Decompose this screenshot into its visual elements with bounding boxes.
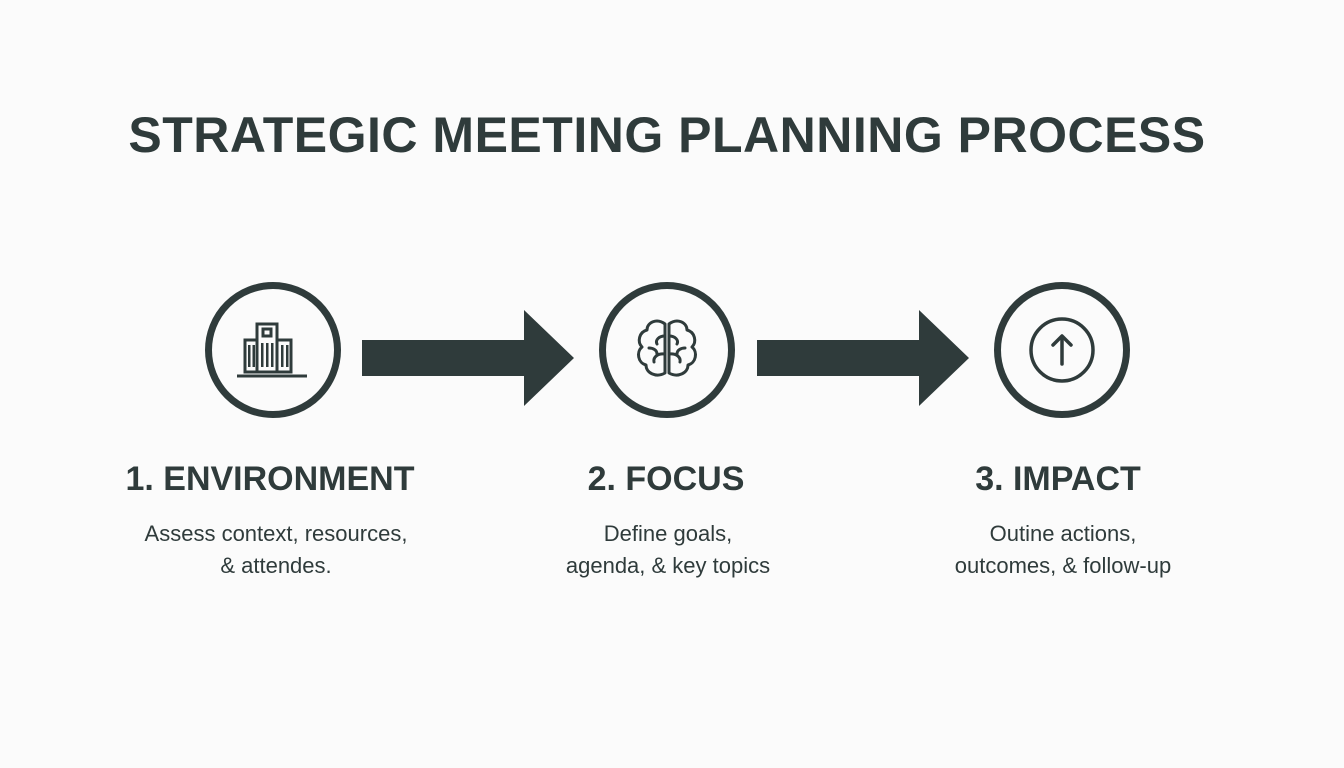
step-3-circle [994, 282, 1130, 418]
step-1-circle [205, 282, 341, 418]
step-2-description: Define goals, agenda, & key topics [488, 518, 848, 582]
step-3-description: Outine actions, outcomes, & follow-up [883, 518, 1243, 582]
building-icon [237, 322, 307, 378]
brain-icon [637, 319, 697, 377]
flow-arrow-1 [362, 310, 574, 406]
step-1-title: 1. ENVIRONMENT [125, 460, 415, 498]
step-3-description-line-2: outcomes, & follow-up [954, 553, 1172, 578]
step-2-circle [599, 282, 735, 418]
step-2-description-line-2: agenda, & key topics [565, 553, 771, 578]
arrow-up-circle-icon [1029, 317, 1095, 383]
step-2-description-line-1: Define goals, [603, 521, 733, 546]
step-3-title: 3. IMPACT [975, 460, 1141, 498]
flow-arrow-2 [757, 310, 969, 406]
step-1-description: Assess context, resources, & attendes. [96, 518, 456, 582]
step-3-description-line-1: Outine actions, [989, 521, 1137, 546]
step-1-description-line-2: & attendes. [220, 553, 332, 578]
page-title: STRATEGIC MEETING PLANNING PROCESS [128, 107, 1206, 163]
step-2-title: 2. FOCUS [587, 460, 745, 498]
step-1-description-line-1: Assess context, resources, [144, 521, 408, 546]
